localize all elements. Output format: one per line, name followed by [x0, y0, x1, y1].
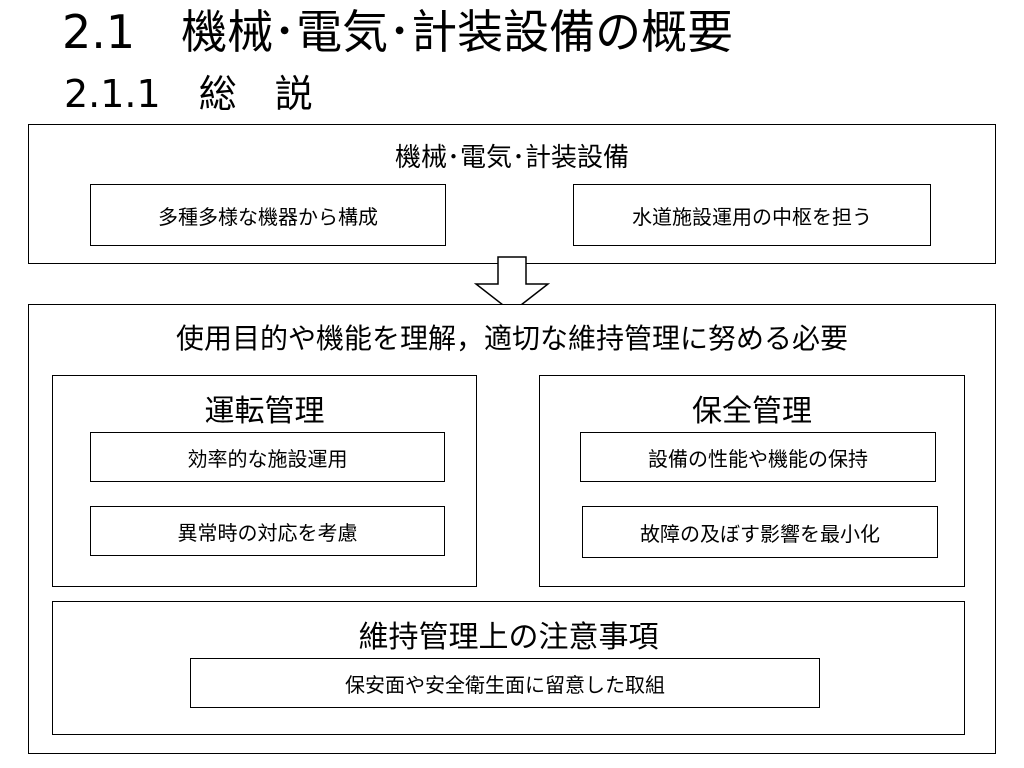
preservation-heading: 保全管理 — [692, 394, 812, 429]
maintenance-notes-box: 維持管理上の注意事項 保安面や安全衛生面に留意した取組 — [52, 601, 965, 735]
section-subtitle: 2.1.1 総 説 — [64, 72, 313, 116]
operation-item-efficient-use: 効率的な施設運用 — [90, 432, 445, 482]
equipment-item-composition: 多種多様な機器から構成 — [90, 184, 446, 246]
equipment-box: 機械･電気･計装設備 多種多様な機器から構成 水道施設運用の中枢を担う — [28, 124, 996, 264]
down-arrow-icon — [474, 256, 550, 313]
operation-management-box: 運転管理 効率的な施設運用 異常時の対応を考慮 — [52, 375, 477, 587]
equipment-heading: 機械･電気･計装設備 — [394, 143, 629, 173]
operation-heading: 運転管理 — [204, 394, 325, 429]
preservation-management-box: 保全管理 設備の性能や機能の保持 故障の及ぼす影響を最小化 — [539, 375, 965, 587]
requirement-heading: 使用目的や機能を理解，適切な維持管理に努める必要 — [175, 322, 848, 355]
slide-title: 2.1 機械･電気･計装設備の概要 — [62, 5, 734, 59]
notes-heading: 維持管理上の注意事項 — [358, 620, 659, 655]
maintenance-requirement-box: 使用目的や機能を理解，適切な維持管理に努める必要 運転管理 効率的な施設運用 異… — [28, 304, 996, 754]
preservation-item-minimize-impact: 故障の及ぼす影響を最小化 — [582, 506, 938, 558]
notes-item-safety: 保安面や安全衛生面に留意した取組 — [190, 658, 820, 708]
preservation-item-performance: 設備の性能や機能の保持 — [580, 432, 936, 482]
operation-item-abnormal-response: 異常時の対応を考慮 — [90, 506, 445, 556]
equipment-item-core-role: 水道施設運用の中枢を担う — [573, 184, 931, 246]
